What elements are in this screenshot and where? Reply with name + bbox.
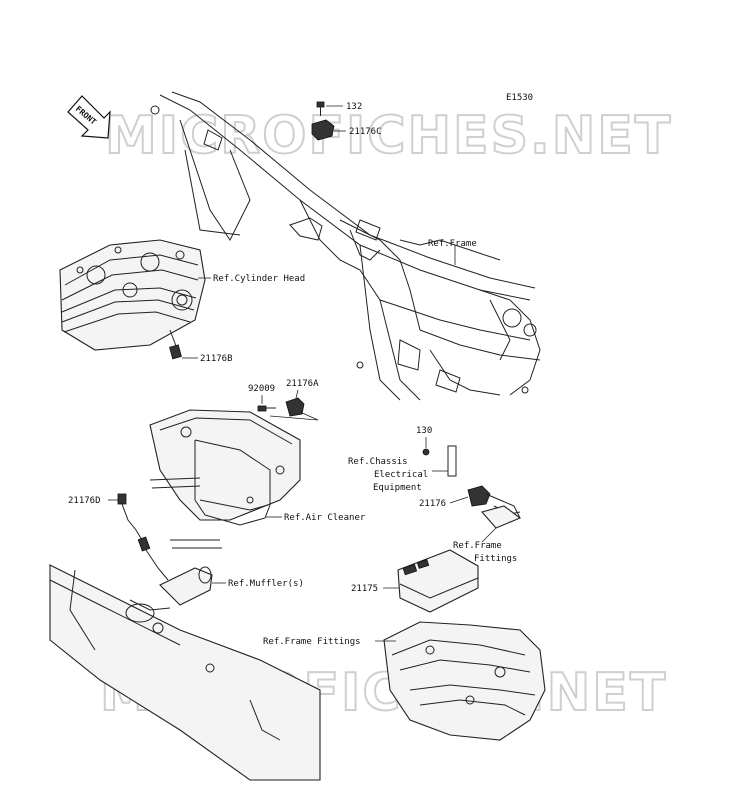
front-arrow-icon: FRONT xyxy=(67,95,111,139)
sensor-21176b-icon xyxy=(169,329,182,360)
label-ref-frame: Ref.Frame xyxy=(428,239,477,249)
label-21176d: 21176D xyxy=(68,496,101,506)
frame-fittings-tray-illustration xyxy=(383,621,546,741)
bracket-icon xyxy=(447,445,457,477)
label-21176c: 21176C xyxy=(349,127,382,137)
label-ref-frame-fittings-2: Fittings xyxy=(474,554,517,564)
sensor-21176c-icon xyxy=(311,119,335,141)
sensor-21176d-icon xyxy=(117,493,169,581)
watermark-top: MICROFICHES.NET xyxy=(105,106,672,166)
label-ref-frame-fittings-1: Ref.Frame xyxy=(453,541,502,551)
label-ref-frame-fittings-b: Ref.Frame Fittings xyxy=(263,637,361,647)
sensor-21176a-icon xyxy=(285,397,305,417)
bolt-132-icon xyxy=(316,101,325,116)
label-21176b: 21176B xyxy=(200,354,233,364)
label-ref-cylinder-head: Ref.Cylinder Head xyxy=(213,274,305,284)
frame-illustration xyxy=(150,91,541,401)
label-ref-chassis-2: Electrical xyxy=(374,470,428,480)
muffler-illustration xyxy=(49,564,321,781)
air-cleaner-illustration xyxy=(149,409,301,549)
label-ref-chassis-3: Equipment xyxy=(373,483,422,493)
label-ref-muffler: Ref.Muffler(s) xyxy=(228,579,304,589)
label-92009: 92009 xyxy=(248,384,275,394)
frame-fitting-bracket-icon xyxy=(481,505,522,529)
label-132: 132 xyxy=(346,102,362,112)
screw-130-icon xyxy=(422,448,430,456)
label-ref-air-cleaner: Ref.Air Cleaner xyxy=(284,513,366,523)
label-21176: 21176 xyxy=(419,499,446,509)
ecu-21175-icon xyxy=(397,549,479,613)
label-21175: 21175 xyxy=(351,584,378,594)
label-ref-chassis-1: Ref.Chassis xyxy=(348,457,408,467)
label-130: 130 xyxy=(416,426,432,436)
diagram-code: E1530 xyxy=(506,93,533,103)
cylinder-head-illustration xyxy=(59,239,206,351)
screw-92009-icon xyxy=(257,405,276,412)
label-21176a: 21176A xyxy=(286,379,319,389)
